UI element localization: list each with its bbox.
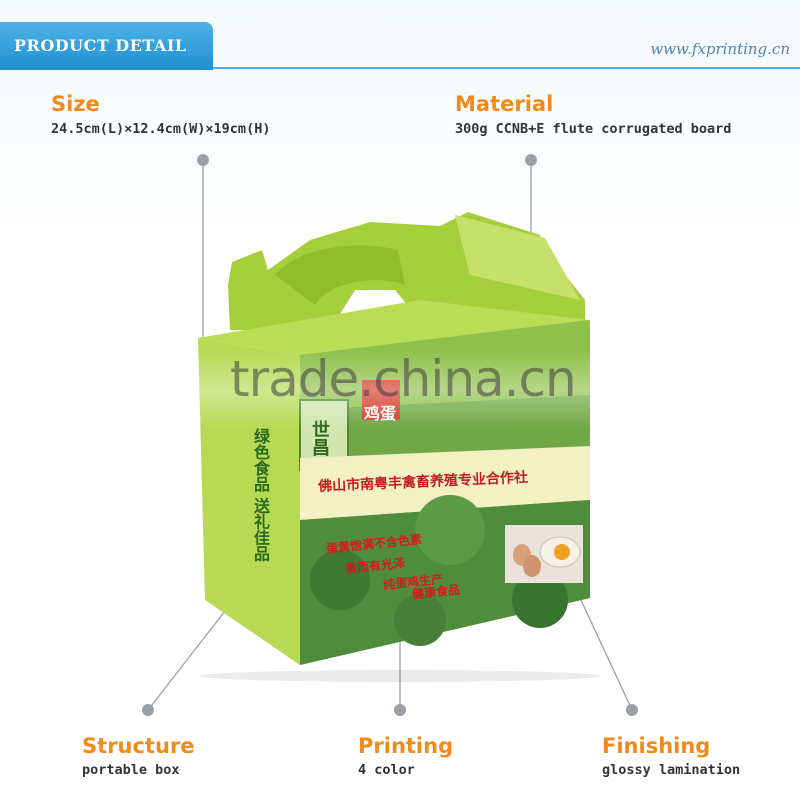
structure-value: portable box	[82, 762, 180, 778]
site-url: www.fxprinting.cn	[650, 40, 790, 58]
header-bar: PRODUCT DETAIL www.fxprinting.cn	[0, 22, 800, 70]
box-vertical-text: 绿色食品 送礼佳品	[251, 428, 270, 562]
product-detail-tab: PRODUCT DETAIL	[0, 22, 213, 70]
watermark: trade.china.cn	[230, 350, 577, 408]
tab-label: PRODUCT DETAIL	[14, 36, 187, 55]
finishing-value: glossy lamination	[602, 762, 741, 778]
box-stamp-text: 世昌	[309, 420, 330, 456]
size-title: Size	[51, 92, 100, 116]
material-title: Material	[455, 92, 554, 116]
printing-value: 4 color	[358, 762, 415, 778]
structure-dot	[142, 704, 154, 716]
box-brand-text: 鸡蛋	[364, 400, 396, 424]
structure-title: Structure	[82, 734, 195, 758]
finishing-title: Finishing	[602, 734, 711, 758]
size-dot	[197, 154, 209, 166]
material-value: 300g CCNB+E flute corrugated board	[455, 121, 732, 137]
header-rule	[213, 67, 800, 69]
finishing-dot	[626, 704, 638, 716]
watermark-band	[0, 350, 800, 430]
material-dot	[525, 154, 537, 166]
printing-dot	[394, 704, 406, 716]
size-value: 24.5cm(L)×12.4cm(W)×19cm(H)	[51, 121, 271, 137]
printing-title: Printing	[358, 734, 454, 758]
